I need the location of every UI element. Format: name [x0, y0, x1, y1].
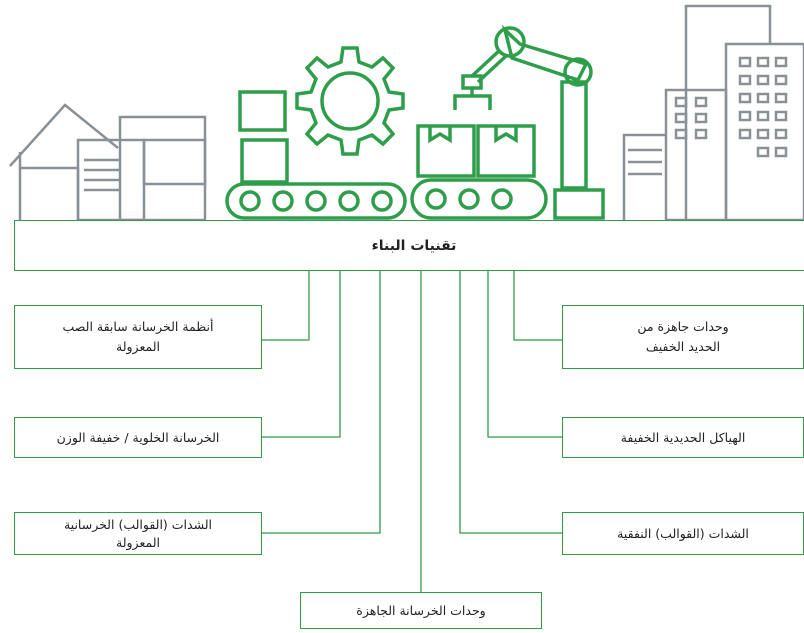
diagram-title-bar: تقنيات البناء	[14, 220, 804, 271]
crate-icon	[416, 124, 536, 178]
city-buildings-icon	[622, 4, 804, 222]
node-cellular-concrete: الخرسانة الخلوية / خفيفة الوزن	[14, 417, 262, 458]
connector-lines	[262, 265, 562, 592]
diagram-title: تقنيات البناء	[371, 237, 457, 254]
node-precast-concrete-units: وحدات الخرسانة الجاهزة	[300, 592, 542, 629]
crate-icon	[238, 90, 289, 184]
house-icon	[9, 103, 207, 222]
gear-icon	[295, 46, 405, 156]
node-tunnel-formwork: الشدات (القوالب) النفقية	[562, 512, 804, 555]
conveyor-belt-icon	[225, 182, 407, 220]
conveyor-belt-icon	[410, 178, 548, 220]
node-light-steel-frames: الهياكل الحديدية الخفيفة	[562, 417, 804, 458]
robotic-arm-icon	[453, 24, 605, 220]
